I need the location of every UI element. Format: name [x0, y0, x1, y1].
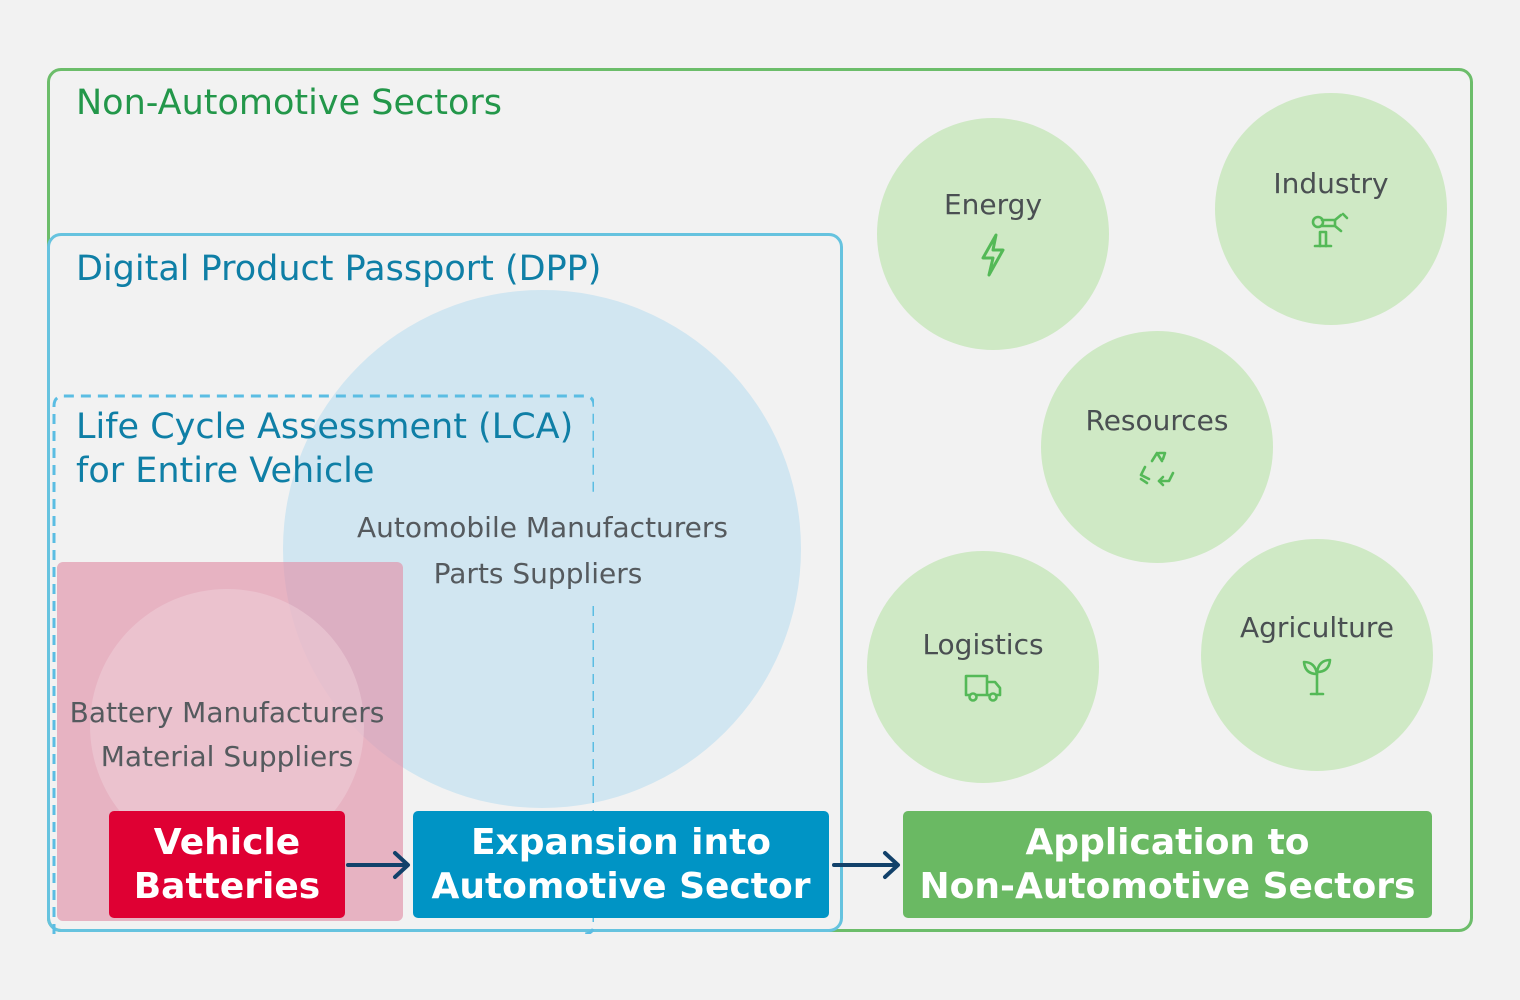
lightning-icon	[978, 233, 1008, 277]
expansion-line1: Expansion into	[470, 821, 772, 863]
application-line2: Non-Automotive Sectors	[919, 865, 1416, 907]
sector-agriculture-label: Agriculture	[1240, 611, 1394, 644]
recycle-icon	[1137, 449, 1177, 487]
sector-logistics: Logistics	[867, 551, 1099, 783]
sector-resources-label: Resources	[1085, 404, 1229, 437]
material-suppliers-label: Material Suppliers	[100, 740, 354, 773]
expansion-line2: Automotive Sector	[431, 865, 811, 907]
lca-title-line2: for Entire Vehicle	[76, 451, 375, 491]
sector-logistics-label: Logistics	[922, 628, 1044, 661]
arrow-right-icon	[346, 851, 410, 879]
vehicle-batteries-line1: Vehicle	[153, 821, 301, 863]
sector-energy: Energy	[877, 118, 1109, 350]
sector-industry-label: Industry	[1273, 167, 1389, 200]
robot-arm-icon	[1311, 212, 1351, 248]
battery-manufacturers-label: Battery Manufacturers	[69, 696, 385, 729]
sector-agriculture: Agriculture	[1201, 539, 1433, 771]
application-line1: Application to	[1025, 821, 1310, 863]
sector-industry: Industry	[1215, 93, 1447, 325]
arrow-right-icon	[832, 851, 900, 879]
non-automotive-sectors-title: Non-Automotive Sectors	[76, 83, 502, 123]
truck-icon	[963, 673, 1003, 703]
automobile-manufacturers-label: Automobile Manufacturers	[356, 511, 729, 544]
sector-energy-label: Energy	[943, 188, 1043, 221]
sprout-icon	[1299, 656, 1335, 696]
lca-title-line1: Life Cycle Assessment (LCA)	[76, 407, 574, 447]
parts-suppliers-label: Parts Suppliers	[433, 557, 643, 590]
dpp-title: Digital Product Passport (DPP)	[76, 249, 602, 289]
vehicle-batteries-line2: Batteries	[133, 865, 321, 907]
sector-resources: Resources	[1041, 331, 1273, 563]
